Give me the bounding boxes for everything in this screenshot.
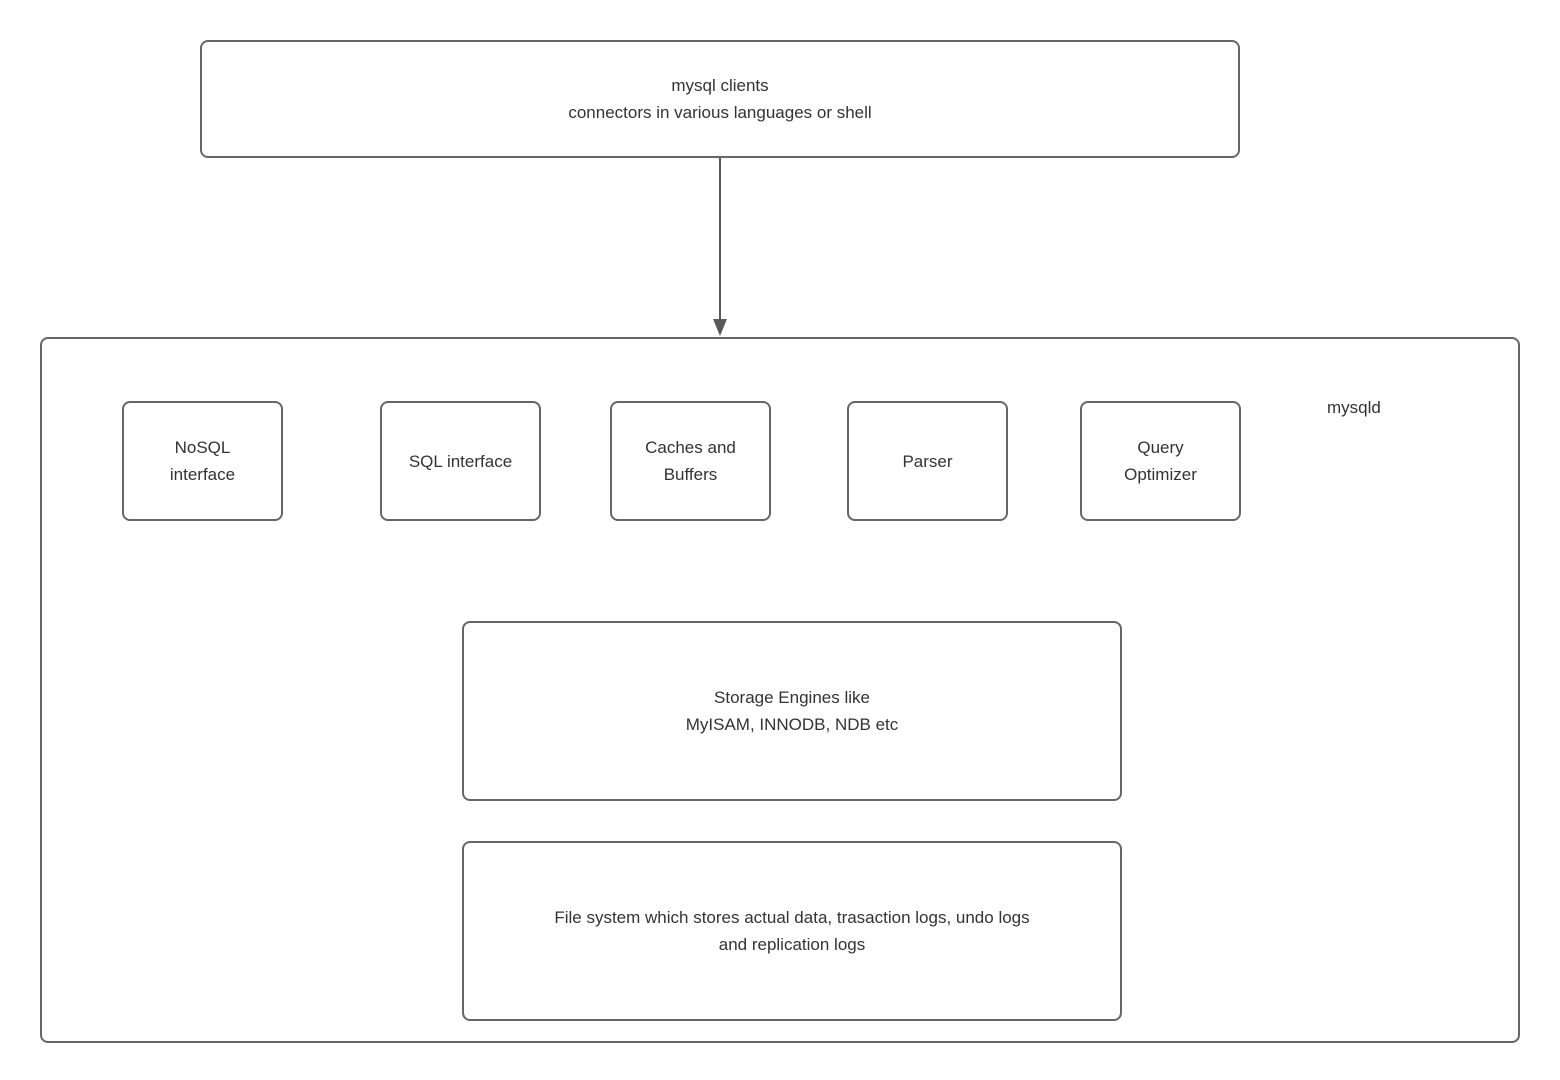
component-box-caches-and-buffers: Caches and Buffers (610, 401, 771, 521)
component-row: NoSQL interface SQL interface Caches and B… (42, 339, 1518, 1041)
storage-engines-label: Storage Engines like MyISAM, INNODB, NDB… (685, 688, 899, 734)
mysqld-container-box: mysqld NoSQL interface SQL interface Cache… (40, 337, 1520, 1043)
component-box-label: Caches and Buffers (645, 438, 736, 484)
down-arrow-icon (713, 158, 727, 336)
component-box-query-optimizer: Query Optimizer (1080, 401, 1241, 521)
component-box-label: SQL interface (408, 451, 513, 471)
component-box-nosql-interface: NoSQL interface (122, 401, 283, 521)
clients-box: mysql clients connectors in various lang… (200, 40, 1240, 158)
component-box-label: Parser (902, 451, 953, 471)
file-system-box: File system which stores actual data, tr… (462, 841, 1122, 1021)
component-box-label: NoSQL interface (169, 438, 236, 484)
component-box-parser: Parser (847, 401, 1008, 521)
component-box-label: Query Optimizer (1124, 438, 1197, 484)
component-box-sql-interface: SQL interface (380, 401, 541, 521)
mysqld-label: mysqld (1327, 398, 1381, 417)
clients-box-label: mysql clients connectors in various lang… (568, 76, 872, 122)
file-system-label: File system which stores actual data, tr… (554, 908, 1030, 954)
storage-engines-box: Storage Engines like MyISAM, INNODB, NDB… (462, 621, 1122, 801)
